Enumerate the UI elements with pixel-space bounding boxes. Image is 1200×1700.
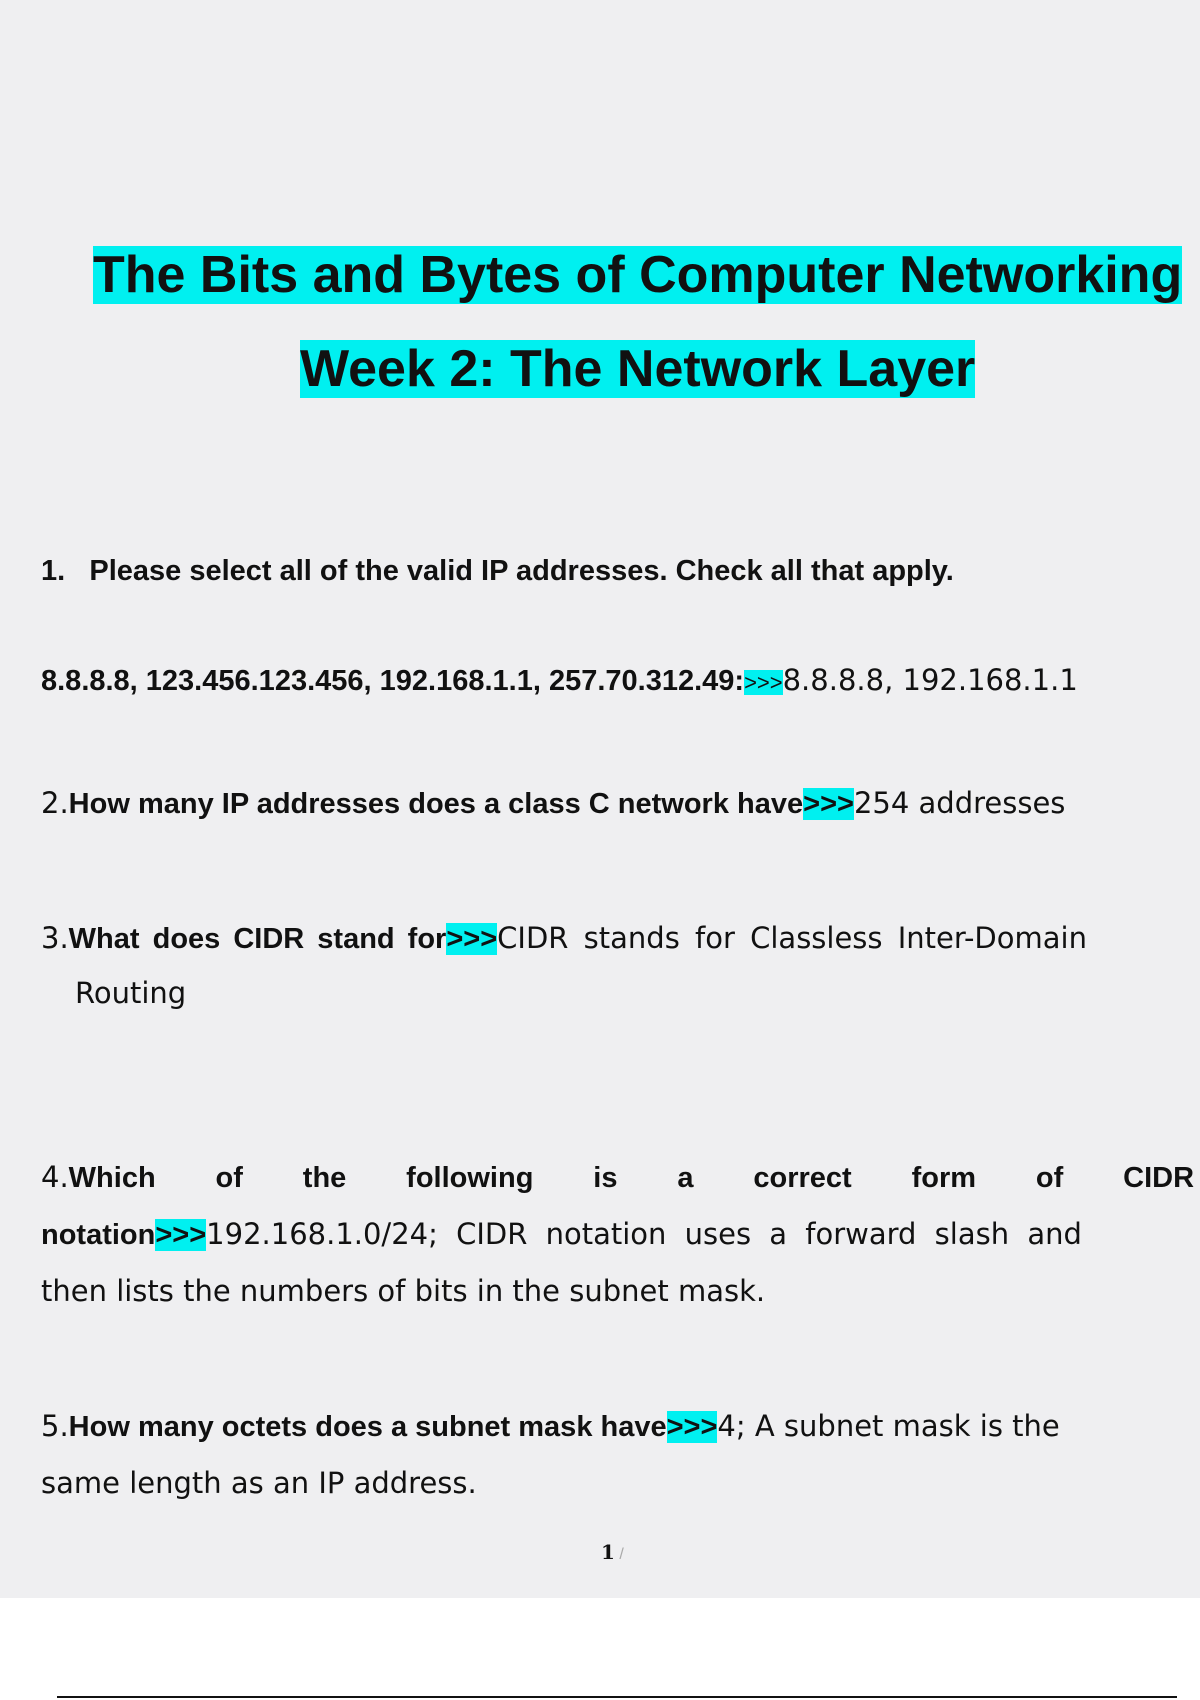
question-text: How many IP addresses does a class C net… (68, 788, 804, 820)
question-number: 4. (41, 1160, 69, 1194)
answer-marker: >>> (666, 1411, 718, 1443)
answer-marker: >>> (155, 1219, 207, 1251)
question-number: 5. (41, 1409, 69, 1443)
question-2: 2.How many IP addresses does a class C n… (41, 783, 1065, 824)
question-5: 5.How many octets does a subnet mask hav… (41, 1406, 1060, 1447)
answer-text: 8.8.8.8, 192.168.1.1 (782, 663, 1078, 697)
question-word: a (677, 1162, 694, 1194)
question-text: Please select all of the valid IP addres… (89, 555, 954, 587)
answer-marker: >>> (744, 670, 783, 695)
question-word: CIDR (1123, 1162, 1195, 1194)
page-divider (57, 1696, 1177, 1698)
question-text: How many octets does a subnet mask have (68, 1411, 667, 1443)
question-1: 1. Please select all of the valid IP add… (41, 551, 954, 591)
answer-1: 8.8.8.8, 123.456.123.456, 192.168.1.1, 2… (41, 660, 1078, 703)
question-word: following (406, 1162, 534, 1194)
title-line-1: The Bits and Bytes of Computer Networkin… (93, 245, 1183, 305)
question-text: What does CIDR stand for (68, 923, 447, 955)
page-number: 1 / (601, 1540, 624, 1564)
answer-text: 192.168.1.0/24; CIDR notation uses a for… (206, 1217, 1082, 1251)
title-text: The Bits and Bytes of Computer Networkin… (93, 246, 1183, 304)
question-word: of (1035, 1162, 1064, 1194)
question-word: of (215, 1162, 243, 1194)
answer-text: 4; A subnet mask is the (717, 1409, 1060, 1443)
options-text: 8.8.8.8, 123.456.123.456, 192.168.1.1, 2… (41, 665, 745, 697)
question-word: correct (753, 1162, 852, 1194)
document-page: The Bits and Bytes of Computer Networkin… (0, 0, 1200, 1598)
question-number: 2. (41, 786, 69, 820)
question-word: the (302, 1162, 347, 1194)
answer-continuation: same length as an IP address. (41, 1466, 477, 1500)
question-4-cont: notation>>>192.168.1.0/24; CIDR notation… (41, 1214, 1082, 1255)
answer-text: 254 addresses (853, 786, 1066, 820)
question-3: 3.What does CIDR stand for>>>CIDR stands… (41, 918, 1087, 959)
answer-text: CIDR stands for Classless Inter-Domain (497, 921, 1087, 955)
title-line-2: Week 2: The Network Layer (300, 339, 976, 399)
question-word: Which (68, 1162, 156, 1194)
question-text: notation (41, 1219, 156, 1251)
question-number: 3. (41, 921, 69, 955)
answer-marker: >>> (803, 788, 854, 820)
page-number-text: 1 (601, 1540, 615, 1564)
answer-continuation: Routing (75, 976, 187, 1010)
question-word: is (593, 1162, 618, 1194)
question-4: 4.Which of the following is a correct fo… (41, 1157, 1194, 1198)
question-word: form (911, 1162, 977, 1194)
page-separator: / (619, 1546, 624, 1563)
answer-continuation: then lists the numbers of bits in the su… (41, 1274, 766, 1308)
question-number: 1. (41, 555, 66, 587)
answer-marker: >>> (446, 923, 498, 955)
subtitle-text: Week 2: The Network Layer (300, 340, 976, 398)
